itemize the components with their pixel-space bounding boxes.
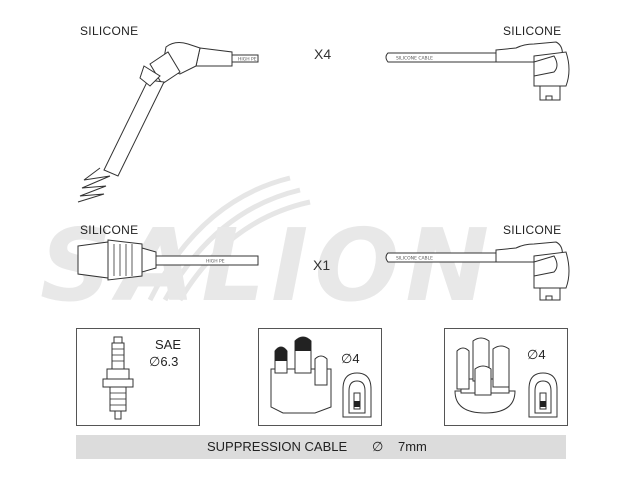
coil-size-label: ∅4 [341,351,360,367]
top-right-silicone-label: SILICONE [503,24,562,38]
bottom-right-silicone-label: SILICONE [503,223,562,237]
plug-size-label: ∅6.3 [149,354,178,370]
distributor-size-value: 4 [538,347,546,362]
bottom-right-cable-print: SILICONE CABLE [396,256,433,262]
top-left-cable-print: HIGH PE [238,57,257,63]
spark-plug-drawing [102,336,134,420]
top-multiplier: X4 [314,46,332,62]
footer-label: SUPPRESSION CABLE [207,439,348,454]
top-right-cable-print: SILICONE CABLE [396,56,433,62]
plug-size-value: 6.3 [160,354,179,369]
bottom-multiplier: X1 [313,257,331,273]
diameter-symbol: ∅ [527,347,539,362]
distributor-drawing [454,337,558,418]
bottom-left-silicone-label: SILICONE [80,223,139,237]
plug-standard-label: SAE [155,337,182,352]
suppression-cable-footer: SUPPRESSION CABLE ∅ 7mm [76,435,566,459]
watermark-swoosh [147,175,311,302]
diameter-symbol: ∅ [149,354,161,369]
distributor-size-label: ∅4 [527,347,546,363]
diameter-symbol: ∅ [341,351,353,366]
top-left-silicone-label: SILICONE [80,24,139,38]
coil-size-value: 4 [352,351,360,366]
terminal-spring [77,167,111,203]
bottom-left-cable-print: HIGH PE [206,259,225,265]
footer-diameter-symbol: ∅ [372,439,384,454]
footer-value: 7mm [398,439,427,454]
distributor-panel: ∅4 [444,328,568,426]
coil-panel: ∅4 [258,328,382,426]
coil-drawing [270,336,372,418]
spark-plug-panel: SAE ∅6.3 [76,328,200,426]
